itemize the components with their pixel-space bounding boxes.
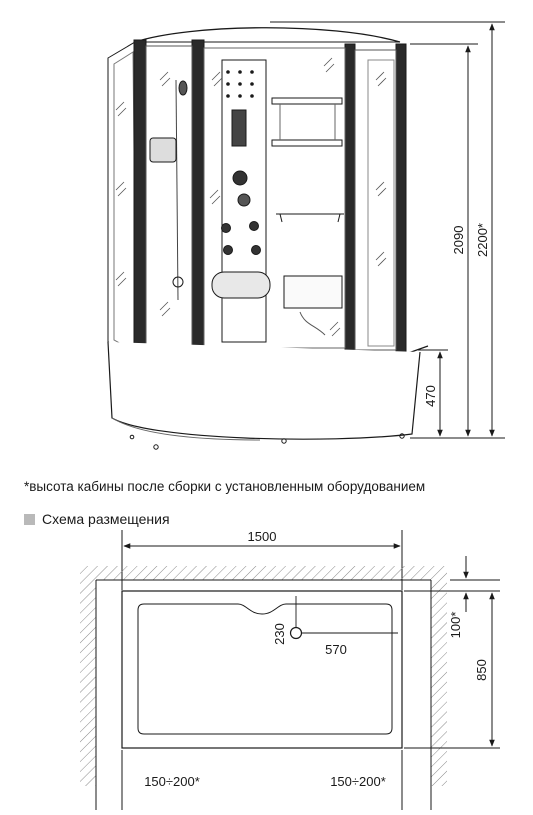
wall-hatching bbox=[80, 566, 447, 786]
cabin-height-label: 2090 bbox=[451, 226, 466, 255]
plan-depth-label: 850 bbox=[474, 659, 489, 681]
elevation-dimensions bbox=[270, 21, 505, 439]
left-gap-label: 150÷200* bbox=[144, 774, 200, 789]
rear-gap-label: 100* bbox=[448, 612, 463, 639]
plan-depth-dimensions bbox=[404, 556, 500, 749]
side-gap-dimensions bbox=[95, 748, 432, 810]
height-footnote: *высота кабины после сборки с установлен… bbox=[24, 479, 426, 494]
shower-cabin-illustration bbox=[107, 27, 429, 450]
square-bullet-icon bbox=[24, 514, 35, 525]
tray-plan bbox=[121, 590, 403, 749]
layout-section-heading: Схема размещения bbox=[24, 511, 170, 527]
right-gap-label: 150÷200* bbox=[330, 774, 386, 789]
drain-y-label: 230 bbox=[272, 623, 287, 645]
drain-x-label: 570 bbox=[325, 642, 347, 657]
tray-height-label: 470 bbox=[423, 385, 438, 407]
plan-width-label: 1500 bbox=[248, 529, 277, 544]
layout-section-title: Схема размещения bbox=[42, 511, 170, 527]
total-height-label: 2200* bbox=[475, 223, 490, 257]
